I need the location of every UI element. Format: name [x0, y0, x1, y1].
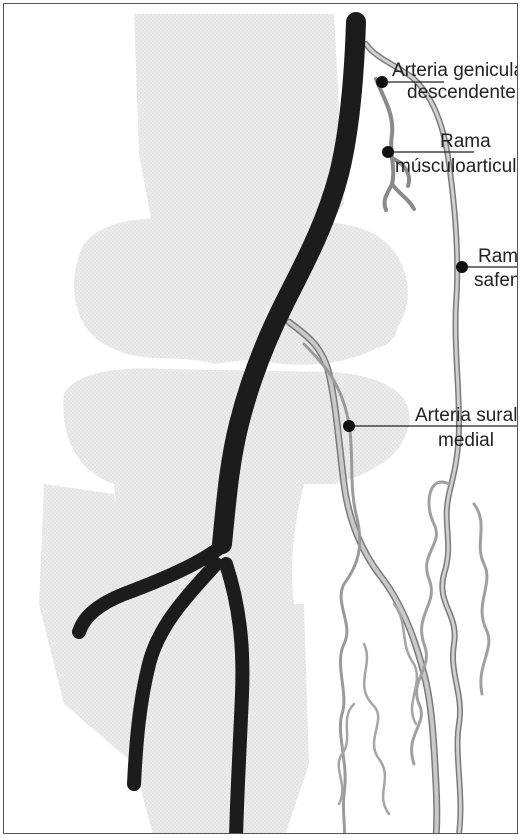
femur-shaft	[134, 14, 344, 234]
label-musculo-2: músculoarticular	[395, 156, 518, 177]
label-sural-1: Arteria sural	[415, 405, 517, 426]
sural-marker	[343, 420, 355, 432]
label-geniculada-2: descendente	[407, 82, 516, 103]
femur-condyles	[74, 218, 408, 364]
genicular-network-3	[364, 644, 389, 814]
label-sural-2: medial	[438, 430, 494, 451]
safena-marker	[456, 261, 468, 273]
geniculada-marker	[376, 76, 388, 88]
label-geniculada-1: Arteria genicular	[392, 60, 518, 81]
label-musculo-1: Rama	[440, 131, 491, 152]
genicular-network-2	[474, 504, 489, 694]
label-safena-2: safena	[474, 270, 518, 291]
musculo-marker	[382, 146, 394, 158]
diagram-frame: Arteria genicular descendente Rama múscu…	[3, 3, 518, 834]
anatomy-diagram: Arteria genicular descendente Rama múscu…	[4, 4, 518, 834]
label-safena-1: Rama	[478, 246, 518, 267]
